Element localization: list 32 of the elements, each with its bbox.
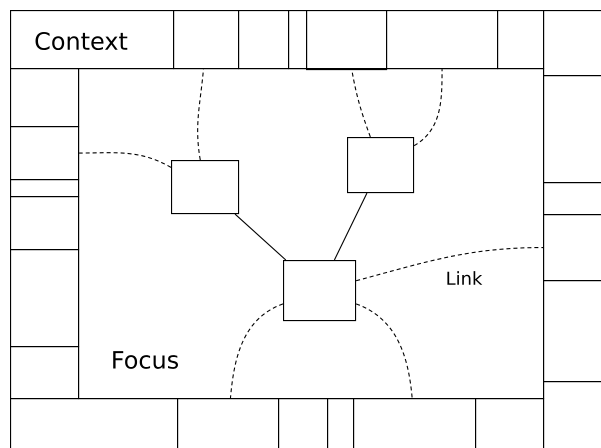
box xyxy=(10,346,80,400)
dashed-link xyxy=(414,69,443,146)
box xyxy=(10,196,80,250)
box xyxy=(10,249,80,348)
focus-box xyxy=(347,137,414,194)
dashed-link xyxy=(79,152,172,168)
box xyxy=(353,398,476,448)
link-line xyxy=(234,214,286,260)
box xyxy=(10,126,80,180)
dashed-link xyxy=(197,69,204,160)
box xyxy=(10,179,80,198)
focus-box xyxy=(283,260,356,322)
box xyxy=(475,398,544,448)
box xyxy=(288,10,308,70)
dashed-link xyxy=(356,247,543,282)
dashed-link xyxy=(356,303,413,398)
box xyxy=(386,10,498,70)
link-line xyxy=(334,192,368,260)
box xyxy=(327,398,354,448)
context-cell: Context xyxy=(10,10,174,70)
box xyxy=(10,398,178,448)
box xyxy=(278,398,328,448)
box xyxy=(306,10,388,70)
box xyxy=(497,10,544,70)
box xyxy=(10,68,80,128)
box xyxy=(238,10,290,70)
focus-box xyxy=(171,160,240,214)
edge-label: Link xyxy=(447,271,482,285)
dashed-link xyxy=(230,303,284,398)
dashed-link xyxy=(351,70,371,138)
box xyxy=(177,398,280,448)
box xyxy=(173,10,240,70)
